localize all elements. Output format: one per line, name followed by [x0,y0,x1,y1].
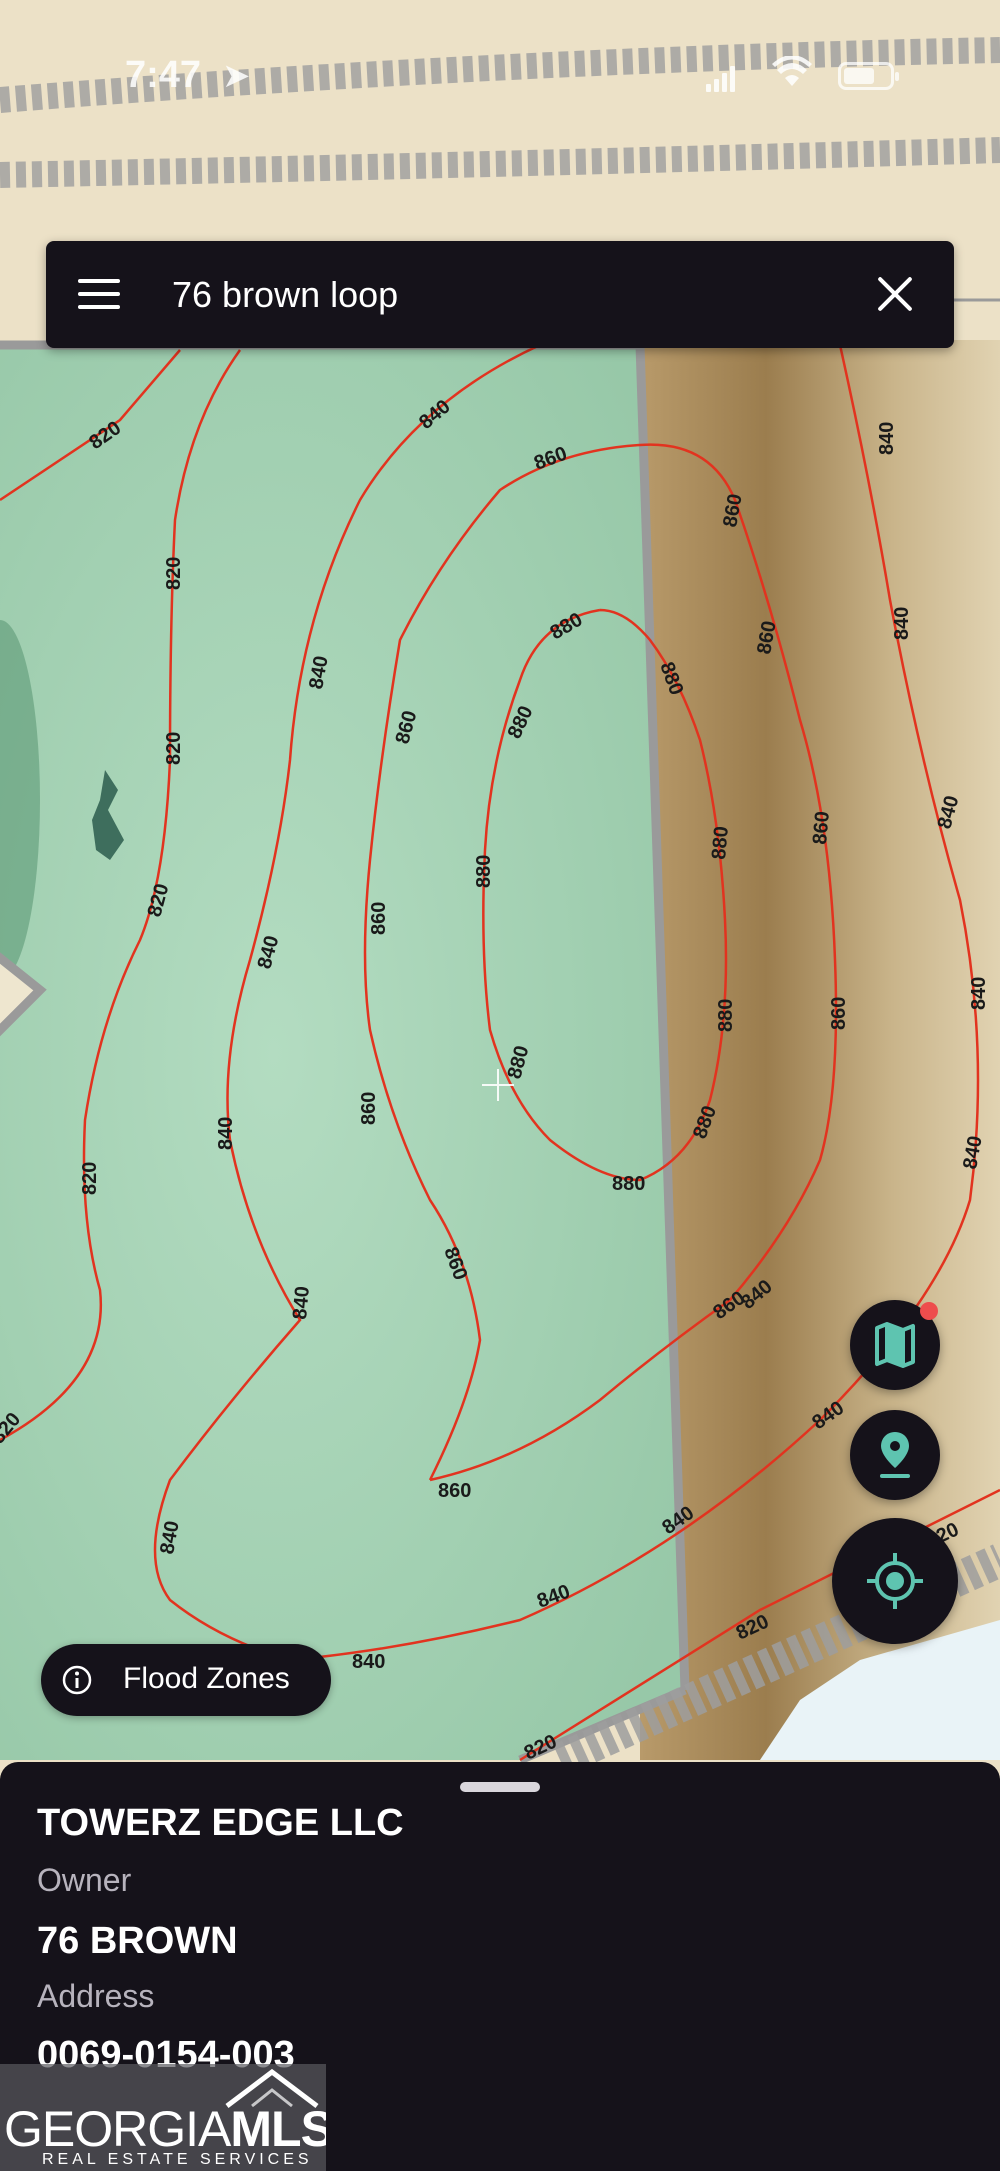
map-layers-button[interactable] [850,1300,940,1390]
contour-label: 860 [438,1480,471,1502]
my-location-button[interactable] [832,1518,958,1644]
drop-pin-button[interactable] [850,1410,940,1500]
watermark-subtitle: REAL ESTATE SERVICES [42,2151,313,2168]
contour-820-a [0,349,181,502]
address-value: 76 BROWN [37,1920,238,1962]
owner-label: Owner [37,1862,132,1898]
search-bar [46,241,954,348]
contour-label: 880 [473,855,495,888]
contour-860-a [363,443,838,1482]
contour-label: 860 [358,1092,380,1125]
contour-820-b [0,349,242,1442]
house-roof-logo [225,2068,319,2108]
cellular-signal-icon [706,66,736,92]
owner-name: TOWERZ EDGE LLC [37,1802,404,1844]
contour-label: 820 [163,557,185,590]
contour-label: 840 [215,1117,237,1150]
road-strip-2 [0,137,1000,188]
road-strip-1 [0,37,1000,113]
contour-label: 860 [828,997,850,1030]
contour-label: 880 [612,1173,645,1195]
contour-label: 820 [163,732,185,765]
contour-840-a [153,343,980,1662]
water-area [760,1620,1000,1760]
contour-label: 860 [809,810,834,845]
terrain-area [640,340,1000,1760]
info-icon [62,1665,92,1695]
watermark-brand: GEORGIAMLS [4,2101,326,2157]
search-input[interactable] [172,265,852,325]
contour-label: 880 [708,825,733,860]
contour-label: 840 [891,607,913,640]
status-bar: 7:47 ➤ [0,50,1000,100]
green-parcel [0,345,685,1760]
contour-label: 860 [368,902,390,935]
location-arrow-icon: ➤ [222,57,251,95]
contour-label: 820 [79,1162,101,1195]
contour-label: 840 [289,1285,314,1320]
parcel-line-3 [0,952,47,1037]
contour-880-a [482,608,728,1182]
green-shade [0,620,40,980]
address-label: Address [37,1978,155,2014]
notification-badge [920,1302,938,1320]
contour-label: 840 [352,1651,385,1673]
contour-label: 840 [968,977,990,1010]
status-time: 7:47 [125,54,202,96]
tree-patch [92,770,124,860]
battery-icon [838,62,899,90]
menu-icon[interactable] [78,279,120,309]
wifi-icon [772,55,812,97]
flood-zones-label: Flood Zones [123,1662,290,1695]
contour-label: 880 [715,999,737,1032]
location-pin-icon [880,1432,910,1478]
flood-zones-button[interactable]: Flood Zones [41,1644,331,1716]
sheet-drag-handle[interactable] [460,1782,540,1792]
map-icon [875,1322,915,1368]
map-center-crosshair [482,1069,514,1101]
close-icon[interactable] [874,273,916,315]
crosshair-icon [867,1553,923,1609]
contour-label: 840 [876,422,898,455]
georgia-mls-watermark: GEORGIAMLS REAL ESTATE SERVICES [0,2064,326,2171]
